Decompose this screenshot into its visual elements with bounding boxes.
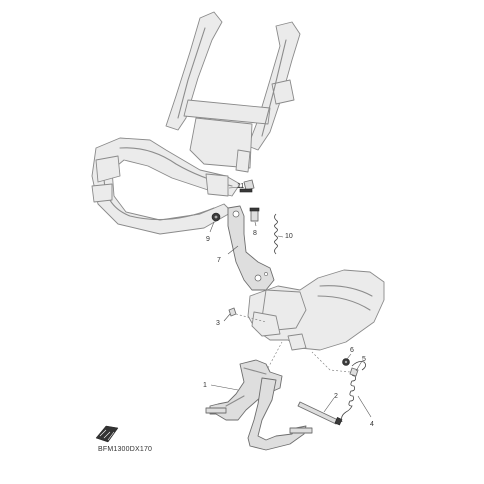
part-label-4: 4 <box>370 421 374 428</box>
part-11-bolt <box>239 179 255 193</box>
part-10-spring <box>274 213 278 255</box>
frame-cross-member-mid <box>189 117 253 169</box>
part-label-3: 3 <box>216 320 220 327</box>
frame-cross-member-upper <box>183 99 271 125</box>
frame-left-tube <box>165 11 223 131</box>
frame-left-bracket <box>95 155 121 183</box>
part-5-pin <box>329 367 359 377</box>
part-label-11: 11 <box>237 183 244 190</box>
front-arrow-icon <box>95 425 119 443</box>
part-2-shaft <box>297 401 343 426</box>
part-1-center-stand <box>205 359 313 451</box>
part-label-10: 10 <box>285 233 293 240</box>
part-6-nut <box>342 358 350 366</box>
part-3-bolt <box>228 307 267 323</box>
frame-assembly <box>91 11 301 235</box>
part-label-6: 6 <box>350 347 354 354</box>
part-label-8: 8 <box>253 230 257 237</box>
part-4-spring <box>341 361 366 423</box>
part-8-collar <box>249 207 260 222</box>
part-label-5: 5 <box>362 356 366 363</box>
diagram-code: BFM1300DX170 <box>98 446 152 453</box>
frame-right-bracket <box>271 79 295 105</box>
part-label-7: 7 <box>217 257 221 264</box>
part-9-nut <box>211 212 221 222</box>
part-label-9: 9 <box>206 236 210 243</box>
rear-engine-housing <box>247 269 385 351</box>
part-label-2: 2 <box>334 393 338 400</box>
part-label-1: 1 <box>203 382 207 389</box>
